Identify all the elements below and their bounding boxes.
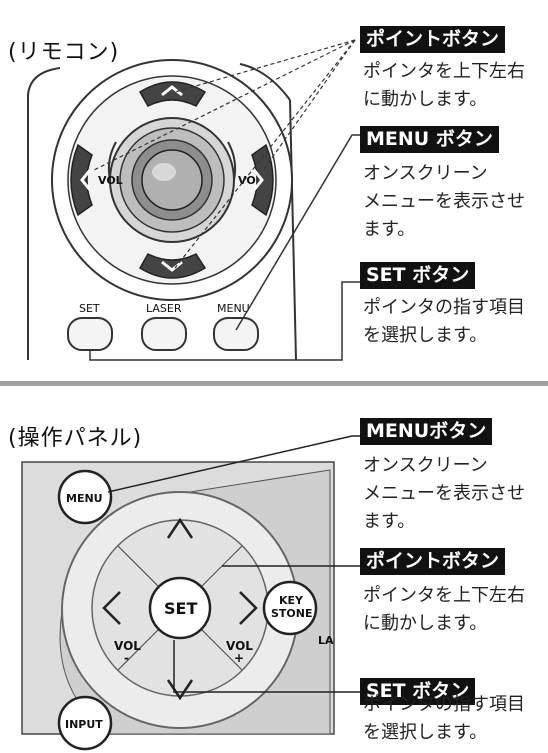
panel-menu-button-label: MENUボタン bbox=[360, 418, 493, 445]
panel-set-btn-label: SET bbox=[164, 599, 197, 618]
remote-point-button-label: ポイントボタン bbox=[360, 26, 506, 53]
panel-edge-text: LA bbox=[318, 634, 334, 647]
panel-vol-plus-label: + bbox=[234, 651, 244, 665]
remote-set-button-desc: ポインタの指す項目 を選択します。 bbox=[363, 297, 525, 346]
panel-keystone-label-1: KEY bbox=[279, 594, 304, 607]
panel-illustration: VOL - VOL + SET MENU KEY STONE INPUT LA bbox=[21, 435, 362, 751]
panel-set-button-desc: ポインタの指す項目 を選択します。 bbox=[363, 694, 525, 743]
panel-keystone-label-2: STONE bbox=[271, 607, 313, 620]
remote-point-button-desc: ポインタを上下左右 に動かします。 bbox=[363, 61, 525, 110]
remote-laser-btn-label: LASER bbox=[146, 302, 182, 315]
remote-set-button-label: SET ボタン bbox=[360, 262, 476, 289]
panel-input-btn-label: INPUT bbox=[65, 718, 103, 731]
remote-set-btn-label: SET bbox=[79, 302, 100, 315]
panel-set-button-label: SET ボタン bbox=[360, 678, 476, 705]
panel-menu-button-desc: オンスクリーン メニューを表示させ ます。 bbox=[363, 455, 525, 532]
remote-illustration: VOL VO SET LASER MENU bbox=[27, 39, 362, 361]
remote-menu-button-desc: オンスクリーン メニューを表示させ ます。 bbox=[363, 163, 525, 240]
panel-vol-left-label: VOL bbox=[114, 639, 141, 653]
remote-section-title: (リモコン) bbox=[8, 40, 120, 65]
panel-point-button-desc: ポインタを上下左右 に動かします。 bbox=[363, 585, 525, 634]
remote-vol-left-label: VOL bbox=[98, 174, 123, 187]
remote-menu-button-label: MENU ボタン bbox=[360, 126, 499, 153]
remote-menu-btn-label: MENU bbox=[217, 302, 250, 315]
panel-vol-right-label: VOL bbox=[226, 639, 253, 653]
panel-point-button-label: ポイントボタン bbox=[360, 548, 506, 575]
panel-vol-minus-label: - bbox=[124, 651, 129, 665]
remote-vol-right-label: VO bbox=[238, 174, 256, 187]
panel-section-title: (操作パネル) bbox=[8, 426, 143, 451]
panel-menu-btn-label: MENU bbox=[66, 492, 103, 505]
section-divider bbox=[0, 381, 548, 386]
